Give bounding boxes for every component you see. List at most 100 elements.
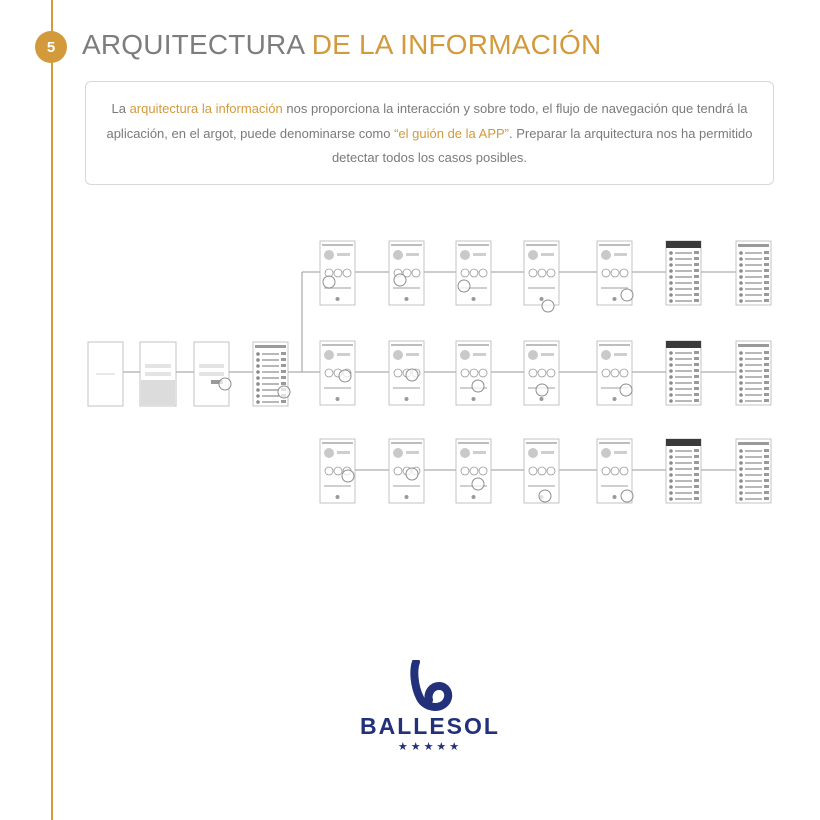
wireframe-text-line [541, 253, 554, 256]
wireframe-list-row [675, 258, 692, 260]
wireframe-avatar [601, 350, 611, 360]
wireframe-list-row [675, 264, 692, 266]
touch-hand-icon [538, 489, 552, 503]
wireframe-option [528, 268, 538, 278]
wireframe-list-icon [739, 269, 743, 273]
wireframe-list-badge [764, 399, 769, 402]
wireframe-list-badge [764, 257, 769, 260]
wireframe-screen [319, 240, 356, 306]
wireframe-list-icon [669, 449, 673, 453]
wireframe-list-icon [256, 388, 260, 392]
wireframe-text-line [601, 287, 628, 289]
touch-hand-icon [535, 383, 549, 397]
wireframe-list-badge [694, 263, 699, 266]
wireframe-list-row [675, 270, 692, 272]
wireframe-option [610, 268, 620, 278]
intro-highlight-1: arquitectura la información [129, 101, 283, 116]
touch-hand-icon [405, 467, 419, 481]
wireframe-input [199, 372, 224, 376]
wireframe-list-badge [764, 369, 769, 372]
wireframe-list-row [745, 364, 762, 366]
wireframe-list-icon [739, 381, 743, 385]
wireframe-list-icon [739, 263, 743, 267]
wireframe-avatar [460, 350, 470, 360]
wireframe-text-line [393, 485, 420, 487]
wireframe-list-badge [694, 293, 699, 296]
wireframe-list-row [675, 376, 692, 378]
wireframe-list-icon [669, 467, 673, 471]
wireframe-header [526, 244, 557, 246]
wireframe-text-line [541, 451, 554, 454]
wireframe-list-icon [739, 281, 743, 285]
wireframe-list-badge [281, 370, 286, 373]
wireframe-text-line [601, 485, 628, 487]
wireframe-list-row [675, 462, 692, 464]
wireframe-avatar [393, 448, 403, 458]
wireframe-list-icon [256, 376, 260, 380]
wireframe-list-icon [669, 275, 673, 279]
wireframe-list-badge [764, 485, 769, 488]
wireframe-option [469, 368, 479, 378]
wireframe-list-icon [739, 363, 743, 367]
wireframe-list-row [675, 370, 692, 372]
wireframe-avatar [601, 448, 611, 458]
wireframe-list-row [675, 364, 692, 366]
wireframe-header [391, 344, 422, 346]
wireframe-list-icon [669, 485, 673, 489]
wireframe-option [478, 268, 488, 278]
wireframe-list-badge [694, 473, 699, 476]
wireframe-avatar [528, 350, 538, 360]
wireframe-list-row [745, 388, 762, 390]
wireframe-list-badge [281, 382, 286, 385]
wireframe-list-icon [669, 399, 673, 403]
wireframe-list-row [675, 486, 692, 488]
wireframe-list-row [745, 282, 762, 284]
wireframe-list-icon [739, 455, 743, 459]
wireframe-text-line [324, 485, 351, 487]
wireframe-list-badge [764, 275, 769, 278]
wireframe-option [402, 268, 412, 278]
wireframe-avatar [460, 448, 470, 458]
wireframe-list-row [675, 382, 692, 384]
wireframe-home-dot [539, 297, 544, 301]
wireframe-dark-header [666, 341, 701, 348]
wireframe-header [255, 345, 286, 348]
brand-stars: ★★★★★ [397, 741, 463, 753]
wireframe-list-row [675, 456, 692, 458]
wireframe-text-line [528, 287, 555, 289]
wireframe-button [211, 380, 223, 384]
wireframe-list-badge [694, 387, 699, 390]
ballesol-logo: BALLESOL ★★★★★ [350, 658, 510, 760]
wireframe-list-badge [694, 351, 699, 354]
wireframe-dark-header [666, 439, 701, 446]
wireframe-list-icon [739, 293, 743, 297]
wireframe-option [619, 466, 629, 476]
wireframe-text-line [406, 253, 419, 256]
wireframe-list-row [262, 371, 279, 373]
wireframe-list-row [745, 468, 762, 470]
wireframe-option [469, 268, 479, 278]
wireframe-text-line [337, 451, 350, 454]
wireframe-list-icon [669, 479, 673, 483]
wireframe-list-row [745, 258, 762, 260]
wireframe-list-badge [764, 269, 769, 272]
wireframe-list-badge [694, 287, 699, 290]
wireframe-list-badge [694, 299, 699, 302]
touch-hand-icon [471, 379, 485, 393]
wireframe-header [322, 244, 353, 246]
wireframe-option [460, 268, 470, 278]
wireframe-list-icon [669, 461, 673, 465]
wireframe-list-row [675, 352, 692, 354]
wireframe-list-row [745, 294, 762, 296]
title-part-2: DE LA INFORMACIÓN [311, 29, 602, 60]
wireframe-list-icon [739, 299, 743, 303]
wireframe-list-row [262, 359, 279, 361]
wireframe-avatar [460, 250, 470, 260]
wireframe-list-badge [764, 351, 769, 354]
wireframe-list-row [745, 252, 762, 254]
wireframe-list-row [745, 370, 762, 372]
wireframe-list-badge [694, 393, 699, 396]
wireframe-list-badge [694, 257, 699, 260]
wireframe-list-badge [764, 449, 769, 452]
